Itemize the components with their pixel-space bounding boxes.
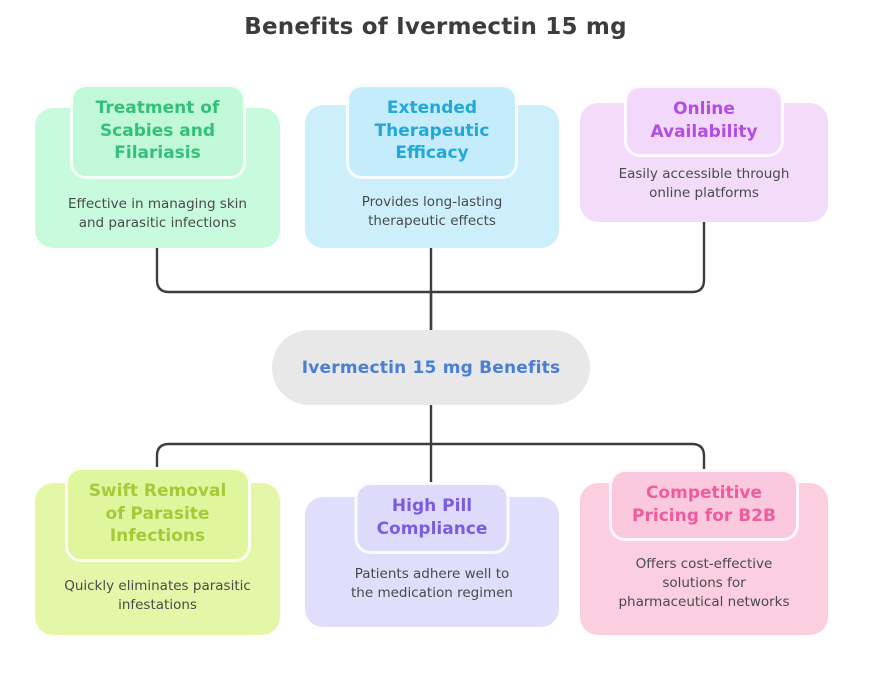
card-body-high-pill-compliance: Patients adhere well to the medication r… — [351, 566, 513, 602]
card-online-availability[interactable]: Online Availability Easily accessible th… — [580, 85, 828, 222]
hub-node[interactable]: Ivermectin 15 mg Benefits — [272, 330, 590, 405]
card-extended-therapeutic-efficacy[interactable]: Extended Therapeutic Efficacy Provides l… — [305, 84, 559, 248]
card-body-extended-therapeutic-efficacy: Provides long-lasting therapeutic effect… — [361, 194, 503, 230]
card-competitive-pricing-for-b2b[interactable]: Competitive Pricing for B2B Offers cost-… — [580, 469, 828, 635]
card-body-competitive-pricing-for-b2b: Offers cost-effective solutions for phar… — [618, 556, 790, 611]
card-body-swift-removal-of-parasite-infections: Quickly eliminates parasitic infestation… — [64, 578, 251, 614]
card-heading-treatment-of-scabies-and-filariasis: Treatment of Scabies and Filariasis — [69, 84, 246, 179]
card-heading-online-availability: Online Availability — [624, 85, 784, 158]
page-title: Benefits of Ivermectin 15 mg — [244, 14, 627, 40]
card-body-online-availability: Easily accessible through online platfor… — [618, 166, 790, 202]
card-heading-high-pill-compliance: High Pill Compliance — [354, 482, 510, 555]
card-heading-extended-therapeutic-efficacy: Extended Therapeutic Efficacy — [346, 84, 518, 179]
card-heading-swift-removal-of-parasite-infections: Swift Removal of Parasite Infections — [64, 467, 251, 562]
hub-label: Ivermectin 15 mg Benefits — [301, 357, 561, 378]
card-heading-competitive-pricing-for-b2b: Competitive Pricing for B2B — [609, 469, 799, 542]
card-swift-removal-of-parasite-infections[interactable]: Swift Removal of Parasite Infections Qui… — [35, 467, 280, 635]
card-high-pill-compliance[interactable]: High Pill Compliance Patients adhere wel… — [305, 482, 559, 627]
card-treatment-of-scabies-and-filariasis[interactable]: Treatment of Scabies and Filariasis Effe… — [35, 84, 280, 248]
card-body-treatment-of-scabies-and-filariasis: Effective in managing skin and parasitic… — [68, 196, 247, 232]
